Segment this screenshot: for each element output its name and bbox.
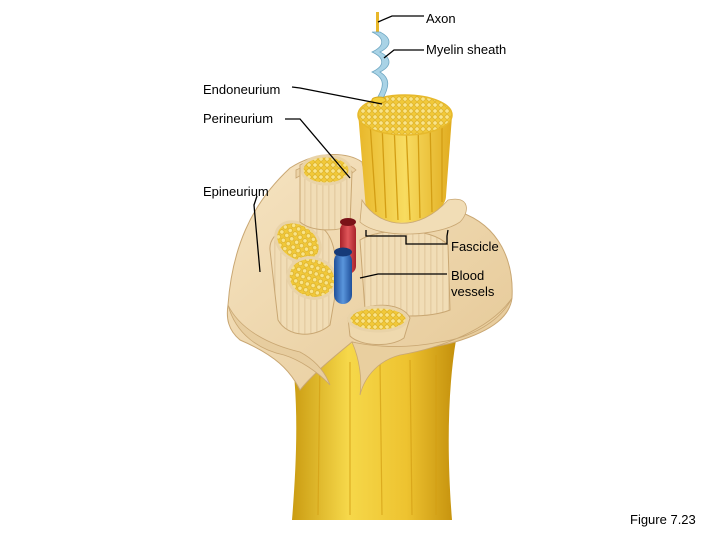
epineurium-label: Epineurium (203, 184, 269, 200)
myelin-sheath-label: Myelin sheath (426, 42, 506, 58)
endoneurium-label: Endoneurium (203, 82, 280, 98)
vein (334, 252, 352, 304)
axon-label: Axon (426, 11, 456, 27)
blood-vessels-label-line2: vessels (451, 284, 494, 299)
perineurium-label: Perineurium (203, 111, 273, 127)
figure-caption: Figure 7.23 (630, 512, 696, 528)
axon-with-myelin (372, 12, 389, 103)
fascicle-label: Fascicle (451, 239, 499, 255)
protruding-fascicle (358, 95, 466, 234)
fascicle-small (348, 305, 410, 344)
blood-vessels-label-line1: Blood (451, 268, 484, 283)
